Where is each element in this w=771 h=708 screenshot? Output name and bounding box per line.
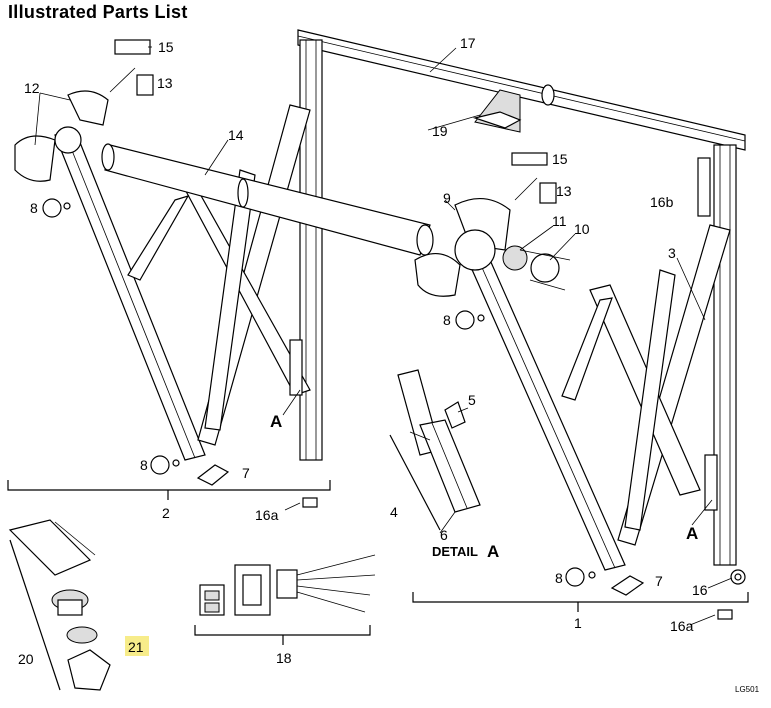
foot-7a [196, 464, 230, 486]
leader-lines [34, 46, 733, 626]
callout-A-left: A [270, 412, 282, 431]
callout-3: 3 [668, 245, 676, 261]
knob-16 [730, 569, 746, 585]
callout-9: 9 [443, 190, 451, 206]
callout-16: 16 [692, 582, 708, 598]
cap-8b [150, 455, 180, 475]
callout-16b: 16b [650, 194, 674, 210]
callout-A-right: A [686, 524, 698, 543]
detail-label-letter: A [487, 542, 499, 561]
bracket-21 [67, 649, 111, 691]
drawing-code: LG501 [735, 685, 760, 694]
callout-12: 12 [24, 80, 40, 96]
end-cap-9 [414, 198, 511, 297]
end-cap-12 [14, 90, 109, 182]
left-vertical-channel [299, 39, 323, 461]
clip-13a [109, 67, 154, 96]
callout-8-d: 8 [555, 570, 563, 586]
callout-1: 1 [574, 615, 582, 631]
switch-assembly-18 [194, 554, 376, 645]
callout-15-right: 15 [552, 151, 568, 167]
callout-18: 18 [276, 650, 292, 666]
callout-10: 10 [574, 221, 590, 237]
callout-5: 5 [468, 392, 476, 408]
highlight-21 [125, 636, 149, 656]
callout-2: 2 [162, 505, 170, 521]
mount-detail-20 [8, 519, 98, 691]
left-arm-assembly [54, 104, 311, 461]
callout-6: 6 [440, 527, 448, 543]
callout-11: 11 [552, 213, 567, 229]
switch-15a [114, 39, 151, 55]
callout-4: 4 [390, 504, 398, 520]
end-plug-16a-left [302, 497, 318, 508]
gear-10 [519, 249, 571, 291]
cap-8d [565, 567, 596, 587]
callout-7-left: 7 [242, 465, 250, 481]
end-plug-16a-right [717, 609, 733, 620]
callout-21: 21 [128, 639, 144, 655]
callout-17: 17 [460, 35, 476, 51]
callout-15-left: 15 [158, 39, 174, 55]
switch-15b [511, 152, 548, 166]
callout-8-a: 8 [30, 200, 38, 216]
callout-14: 14 [228, 127, 244, 143]
callout-16a-right: 16a [670, 618, 694, 634]
page-title: Illustrated Parts List [8, 2, 188, 22]
detail-label-text: DETAIL [432, 544, 478, 559]
roller-tube-14 [101, 143, 434, 256]
foot-7b [610, 575, 645, 596]
callout-13-left: 13 [157, 75, 173, 91]
bracket-line-2 [7, 480, 331, 500]
callout-7-right: 7 [655, 573, 663, 589]
bracket-19 [472, 89, 522, 133]
clip-13b [514, 177, 557, 204]
callout-19: 19 [432, 123, 448, 139]
top-rail-17 [297, 29, 746, 151]
callout-20: 20 [18, 651, 34, 667]
callout-8-b: 8 [140, 457, 148, 473]
motor-11 [502, 245, 528, 271]
callout-16a-left: 16a [255, 507, 279, 523]
callout-13-right: 13 [556, 183, 572, 199]
cap-8c [455, 310, 485, 330]
detail-a-drawing [389, 369, 481, 531]
callout-8-c: 8 [443, 312, 451, 328]
bracket-line-1 [412, 592, 749, 612]
cap-8a [42, 198, 71, 218]
right-arm-assembly [469, 224, 731, 571]
